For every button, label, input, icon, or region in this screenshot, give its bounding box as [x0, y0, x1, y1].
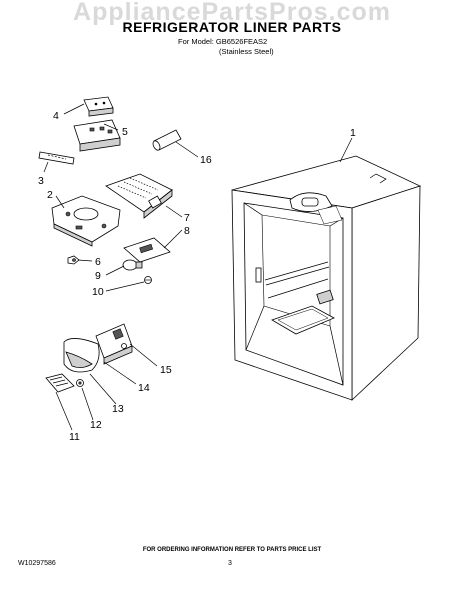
- page-title: REFRIGERATOR LINER PARTS: [122, 19, 342, 35]
- part-15-dispenser-housing: [95, 323, 133, 365]
- callout-7: 7: [184, 212, 190, 224]
- callout-labels: 1 2 3 4 5 6 7 8 9 10 11 12 13 14 15 16: [38, 110, 356, 443]
- part-10-screw: [144, 276, 152, 284]
- part-6-screw: [67, 255, 80, 265]
- part-2-control-housing: [51, 195, 121, 247]
- callout-15: 15: [160, 364, 172, 376]
- callout-14: 14: [138, 382, 150, 394]
- part-8-socket: [123, 237, 171, 263]
- callout-6: 6: [95, 256, 101, 268]
- part-11-grille: [45, 373, 75, 393]
- callout-16: 16: [200, 154, 212, 166]
- callout-11: 11: [69, 431, 80, 443]
- part-3-lens: [38, 151, 75, 165]
- callout-4: 4: [53, 110, 59, 122]
- leader-lines: [43, 103, 353, 431]
- callout-9: 9: [95, 270, 101, 282]
- callout-13: 13: [112, 403, 124, 415]
- callout-2: 2: [47, 189, 53, 201]
- document-number: W10297586: [18, 560, 56, 567]
- part-7-light-cover: [105, 173, 173, 219]
- part-16-cylinder: [152, 129, 182, 151]
- callout-10: 10: [92, 286, 104, 298]
- callout-8: 8: [184, 225, 190, 237]
- part-14-cover: [63, 338, 100, 373]
- callout-12: 12: [90, 419, 102, 431]
- part-4-bracket: [83, 96, 114, 117]
- page-number: 3: [228, 560, 232, 567]
- part-9-bulb: [122, 259, 143, 271]
- ordering-info: FOR ORDERING INFORMATION REFER TO PARTS …: [142, 547, 322, 553]
- watermark: AppliancePartsPros.com: [73, 0, 391, 26]
- callout-5: 5: [122, 126, 128, 138]
- part-5-housing: [73, 119, 121, 152]
- callout-3: 3: [38, 175, 44, 187]
- part-13-screw: [76, 379, 84, 387]
- callout-1: 1: [350, 127, 356, 139]
- finish-line: (Stainless Steel): [219, 47, 274, 56]
- part-1-liner: [231, 155, 422, 401]
- model-line: For Model: GB6526FEAS2: [178, 37, 268, 46]
